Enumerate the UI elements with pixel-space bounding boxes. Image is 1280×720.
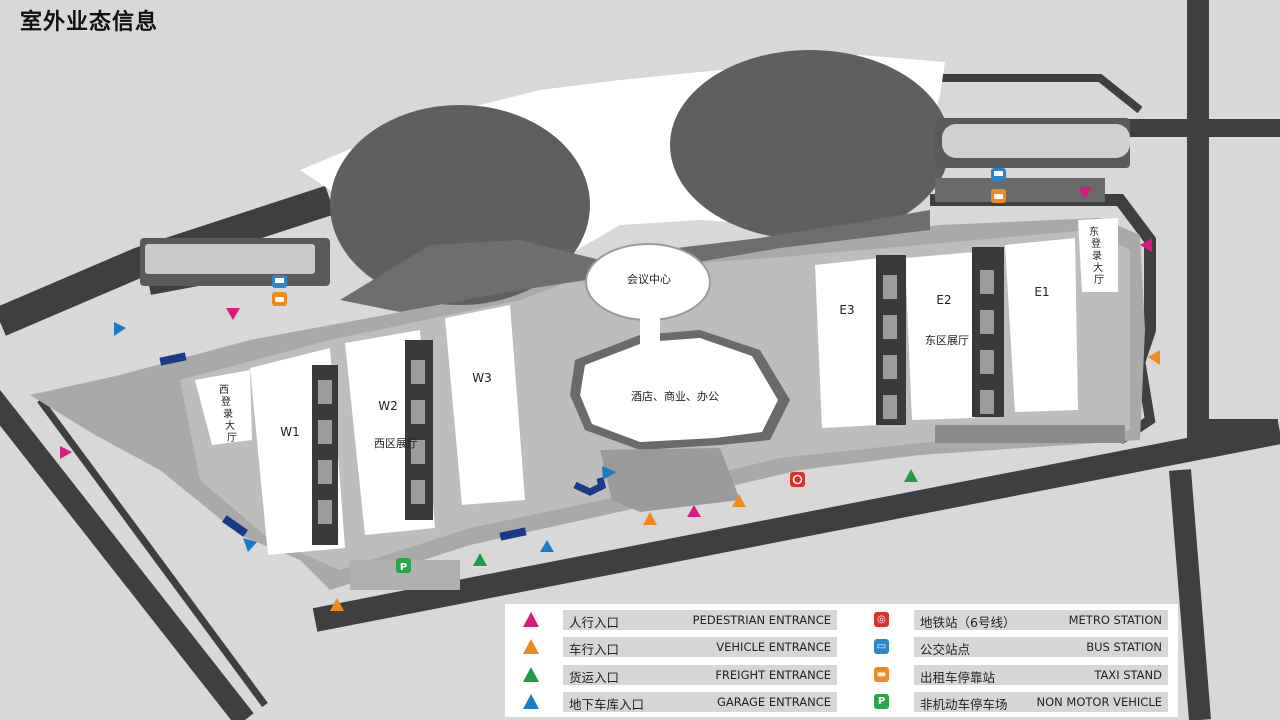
legend-cn-label: 车行入口 <box>569 642 620 657</box>
pedestrian-entrance-icon <box>523 612 541 629</box>
legend-cn-label: 人行入口 <box>569 615 620 630</box>
east-lobby-char: 登 <box>1091 237 1101 250</box>
legend-en-label: VEHICLE ENTRANCE <box>716 640 831 654</box>
pedestrian-entrance-icon <box>60 446 72 459</box>
hall-label-e3: E3 <box>839 303 854 317</box>
legend-bar: 公交站点 BUS STATION <box>914 637 1168 657</box>
hotel-label: 酒店、商业、办公 <box>631 389 719 403</box>
freight-entrance-icon <box>904 469 918 482</box>
metro-station-icon <box>790 472 805 487</box>
vehicle-entrance-icon <box>330 598 344 611</box>
legend-bar: 人行入口 PEDESTRIAN ENTRANCE <box>563 610 837 630</box>
hall-label-e1: E1 <box>1034 285 1049 299</box>
west-halls <box>195 305 525 555</box>
vehicle-entrance-icon <box>732 494 746 507</box>
freight-entrance-icon <box>473 553 487 566</box>
convention-label: 会议中心 <box>627 273 671 286</box>
legend-en-label: GARAGE ENTRANCE <box>717 695 831 709</box>
pedestrian-markers <box>60 187 1152 517</box>
convention-center <box>585 243 711 346</box>
legend-en-label: BUS STATION <box>1086 640 1162 654</box>
legend-bar: 货运入口 FREIGHT ENTRANCE <box>563 665 837 685</box>
freight-entrance-icon <box>523 667 541 684</box>
west-lobby-char: 厅 <box>227 433 237 444</box>
freight-markers <box>473 469 918 566</box>
garage-entrance-icon <box>540 540 554 552</box>
garage-ramps <box>159 352 607 541</box>
east-halls <box>815 218 1125 443</box>
garage-entrance-icon <box>243 538 257 552</box>
legend-en-label: NON MOTOR VEHICLE <box>1036 695 1162 709</box>
legend-cn-label: 货运入口 <box>569 670 620 685</box>
pedestrian-entrance-icon <box>1078 187 1092 199</box>
legend-en-label: FREIGHT ENTRANCE <box>715 668 831 682</box>
pedestrian-entrance-icon <box>226 308 240 320</box>
legend-en-label: TAXI STAND <box>1094 668 1162 682</box>
map-legend: 人行入口 PEDESTRIAN ENTRANCE 车行入口 VEHICLE EN… <box>505 604 1178 717</box>
hotel-block <box>570 330 790 512</box>
pedestrian-entrance-icon <box>687 505 701 517</box>
west-lobby-char: 录 <box>223 408 233 420</box>
hall-label-w3: W3 <box>472 371 492 385</box>
east-lobby-char: 东 <box>1089 225 1099 238</box>
vehicle-entrance-icon <box>1148 350 1160 365</box>
legend-en-label: PEDESTRIAN ENTRANCE <box>692 613 831 627</box>
west-lobby-label: 西 登 录 大 厅 <box>219 385 237 444</box>
legend-bar: 出租车停靠站 TAXI STAND <box>914 665 1168 685</box>
west-lobby-char: 大 <box>225 419 235 432</box>
vehicle-entrance-icon <box>523 639 541 656</box>
legend-cn-label: 地下车库入口 <box>569 697 645 712</box>
non-motor-parking-icon: P <box>874 694 892 711</box>
bus-bays <box>140 118 1130 286</box>
vehicle-markers <box>330 350 1160 611</box>
metro-station-icon: ◎ <box>874 612 892 629</box>
garage-entrance-icon <box>602 466 616 480</box>
legend-bar: 车行入口 VEHICLE ENTRANCE <box>563 637 837 657</box>
east-lobby-char: 厅 <box>1094 275 1104 286</box>
legend-cn-label: 公交站点 <box>920 642 971 657</box>
service-markers: P <box>272 168 1006 573</box>
pedestrian-entrance-icon <box>1140 238 1152 252</box>
legend-bar: 地下车库入口 GARAGE ENTRANCE <box>563 692 837 712</box>
east-lobby-label: 东 登 录 大 厅 <box>1089 225 1104 286</box>
vehicle-entrance-icon <box>643 512 657 525</box>
legend-en-label: METRO STATION <box>1068 613 1162 627</box>
west-hall-label: 西区展厅 <box>374 437 418 450</box>
garage-entrance-icon <box>523 694 541 711</box>
garage-entrance-icon <box>114 322 126 336</box>
legend-cn-label: 非机动车停车场 <box>920 697 1008 712</box>
non-motor-parking-icon <box>396 558 411 573</box>
west-lobby-char: 登 <box>221 395 231 408</box>
page-title: 室外业态信息 <box>20 9 159 35</box>
hall-label-e2: E2 <box>936 293 951 307</box>
garage-markers <box>114 322 616 552</box>
pavilion-roofs <box>300 50 950 312</box>
legend-bar: 非机动车停车场 NON MOTOR VEHICLE <box>914 692 1168 712</box>
legend-cn-label: 出租车停靠站 <box>920 670 996 685</box>
legend-cn-label: 地铁站（6号线） <box>920 615 1016 630</box>
map-labels: 会议中心 酒店、商业、办公 西区展厅 东区展厅 W1 W2 W3 E3 E2 E… <box>219 225 1104 450</box>
hall-label-w2: W2 <box>378 399 398 413</box>
east-hall-label: 东区展厅 <box>925 334 969 347</box>
taxi-stand-icon: ▬ <box>874 667 892 684</box>
hall-label-w1: W1 <box>280 425 300 439</box>
west-lobby-char: 西 <box>219 385 229 396</box>
svg-text:P: P <box>400 562 407 573</box>
legend-bar: 地铁站（6号线） METRO STATION <box>914 610 1168 630</box>
bus-station-icon: ▭ <box>874 639 892 656</box>
east-lobby-char: 大 <box>1093 261 1103 274</box>
east-lobby-char: 录 <box>1092 250 1102 262</box>
